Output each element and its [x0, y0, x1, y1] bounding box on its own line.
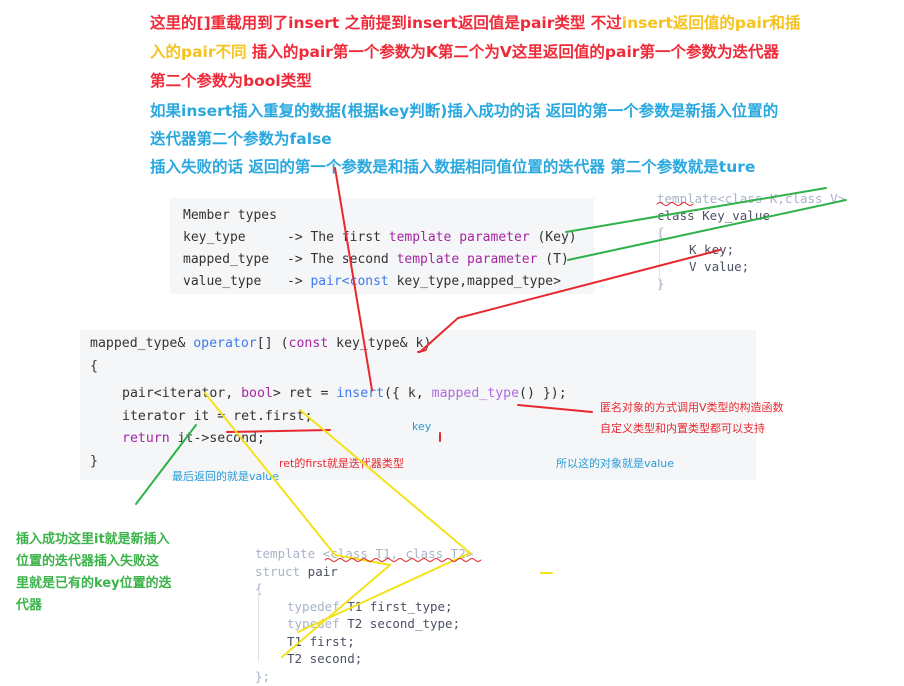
note-yellow-part: 入的pair不同	[150, 43, 247, 61]
code-line: template <class T1, class T2>	[255, 546, 474, 561]
note-line-1: 这里的[]重载用到了insert 之前提到insert返回值是pair类型 不过…	[150, 9, 800, 38]
code-line: T2 second;	[287, 651, 363, 666]
code-line: typedef T1 first_type;	[287, 598, 453, 614]
note-blue-line-2: 迭代器第二个参数为false	[150, 130, 332, 148]
code-line: {	[90, 359, 98, 374]
code-line: return it->second;	[122, 431, 265, 446]
note-line-3: 第二个参数为bool类型	[150, 72, 312, 90]
code-line: struct pair	[255, 563, 338, 579]
member-types-box: Member types key_type-> The first templa…	[170, 198, 594, 294]
red-stroke	[334, 167, 373, 391]
yellow-stroke	[204, 392, 393, 658]
note-blue-line-1: 如果insert插入重复的数据(根据key判断)插入成功的话 返回的第一个参数是…	[150, 102, 779, 120]
green-stroke	[135, 424, 197, 505]
code-line: {	[657, 225, 665, 240]
note-yellow-part: insert返回值的pair和插	[621, 14, 801, 32]
code-line: iterator it = ret.first;	[122, 409, 313, 424]
red-stroke	[517, 404, 593, 413]
key-note: key	[412, 420, 432, 433]
yellow-stroke	[297, 409, 472, 633]
member-type-row: mapped_type-> The second template parame…	[183, 252, 569, 267]
note-line-2: 入的pair不同 插入的pair第一个参数为K第二个为V这里返回值的pair第一…	[150, 38, 779, 67]
note-red-part: 插入的pair第一个参数为K第二个为V这里返回值的pair第一个参数为迭代器	[246, 43, 779, 61]
code-line: {	[255, 581, 263, 596]
red-stroke	[417, 349, 427, 353]
anon-ctor-note-2: 自定义类型和内置类型都可以支持	[600, 422, 765, 435]
code-line: };	[255, 668, 271, 684]
green-note: 插入成功这里it就是新插入 位置的迭代器插入失败这 里就是已有的key位置的迭 …	[16, 532, 172, 613]
pair-struct-snippet: template <class T1, class T2> struct pai…	[255, 545, 473, 685]
so-value-note: 所以这的对象就是value	[556, 457, 675, 470]
code-line: V value;	[689, 259, 750, 274]
operator-code-box: mapped_type& operator[] (const key_type&…	[80, 330, 756, 480]
note-red-part: 这里的[]重载用到了insert 之前提到insert返回值是pair类型 不过	[150, 14, 622, 32]
final-return-note: 最后返回的就是value	[172, 470, 280, 483]
code-line: typedef T2 second_type;	[287, 616, 461, 631]
code-line: K key;	[689, 242, 735, 257]
code-line: }	[90, 454, 98, 469]
indent-guide	[659, 228, 660, 288]
code-line: mapped_type& operator[] (const key_type&…	[90, 336, 432, 351]
code-line: pair<iterator, bool> ret = insert({ k, m…	[122, 386, 567, 401]
squiggle-underline	[324, 558, 482, 562]
member-types-header: Member types	[183, 208, 277, 223]
ret-first-note: ret的first就是迭代器类型	[279, 457, 404, 470]
squiggle-underline	[656, 202, 694, 206]
red-stroke	[419, 249, 721, 353]
indent-guide	[258, 590, 259, 662]
code-line: }	[657, 276, 665, 291]
red-stroke	[226, 429, 331, 433]
note-blue-line-3: 插入失败的话 返回的第一个参数是和插入数据相同值位置的迭代器 第二个参数就是tu…	[150, 158, 756, 176]
code-line: template<class K,class V>	[657, 191, 846, 206]
member-type-row: value_type-> pair<const key_type,mapped_…	[183, 274, 561, 289]
green-stroke	[565, 187, 827, 233]
green-stroke	[567, 199, 847, 261]
key-value-snippet: template<class K,class V> class Key_valu…	[657, 190, 845, 292]
anon-ctor-note-1: 匿名对象的方式调用V类型的构造函数	[600, 401, 784, 414]
